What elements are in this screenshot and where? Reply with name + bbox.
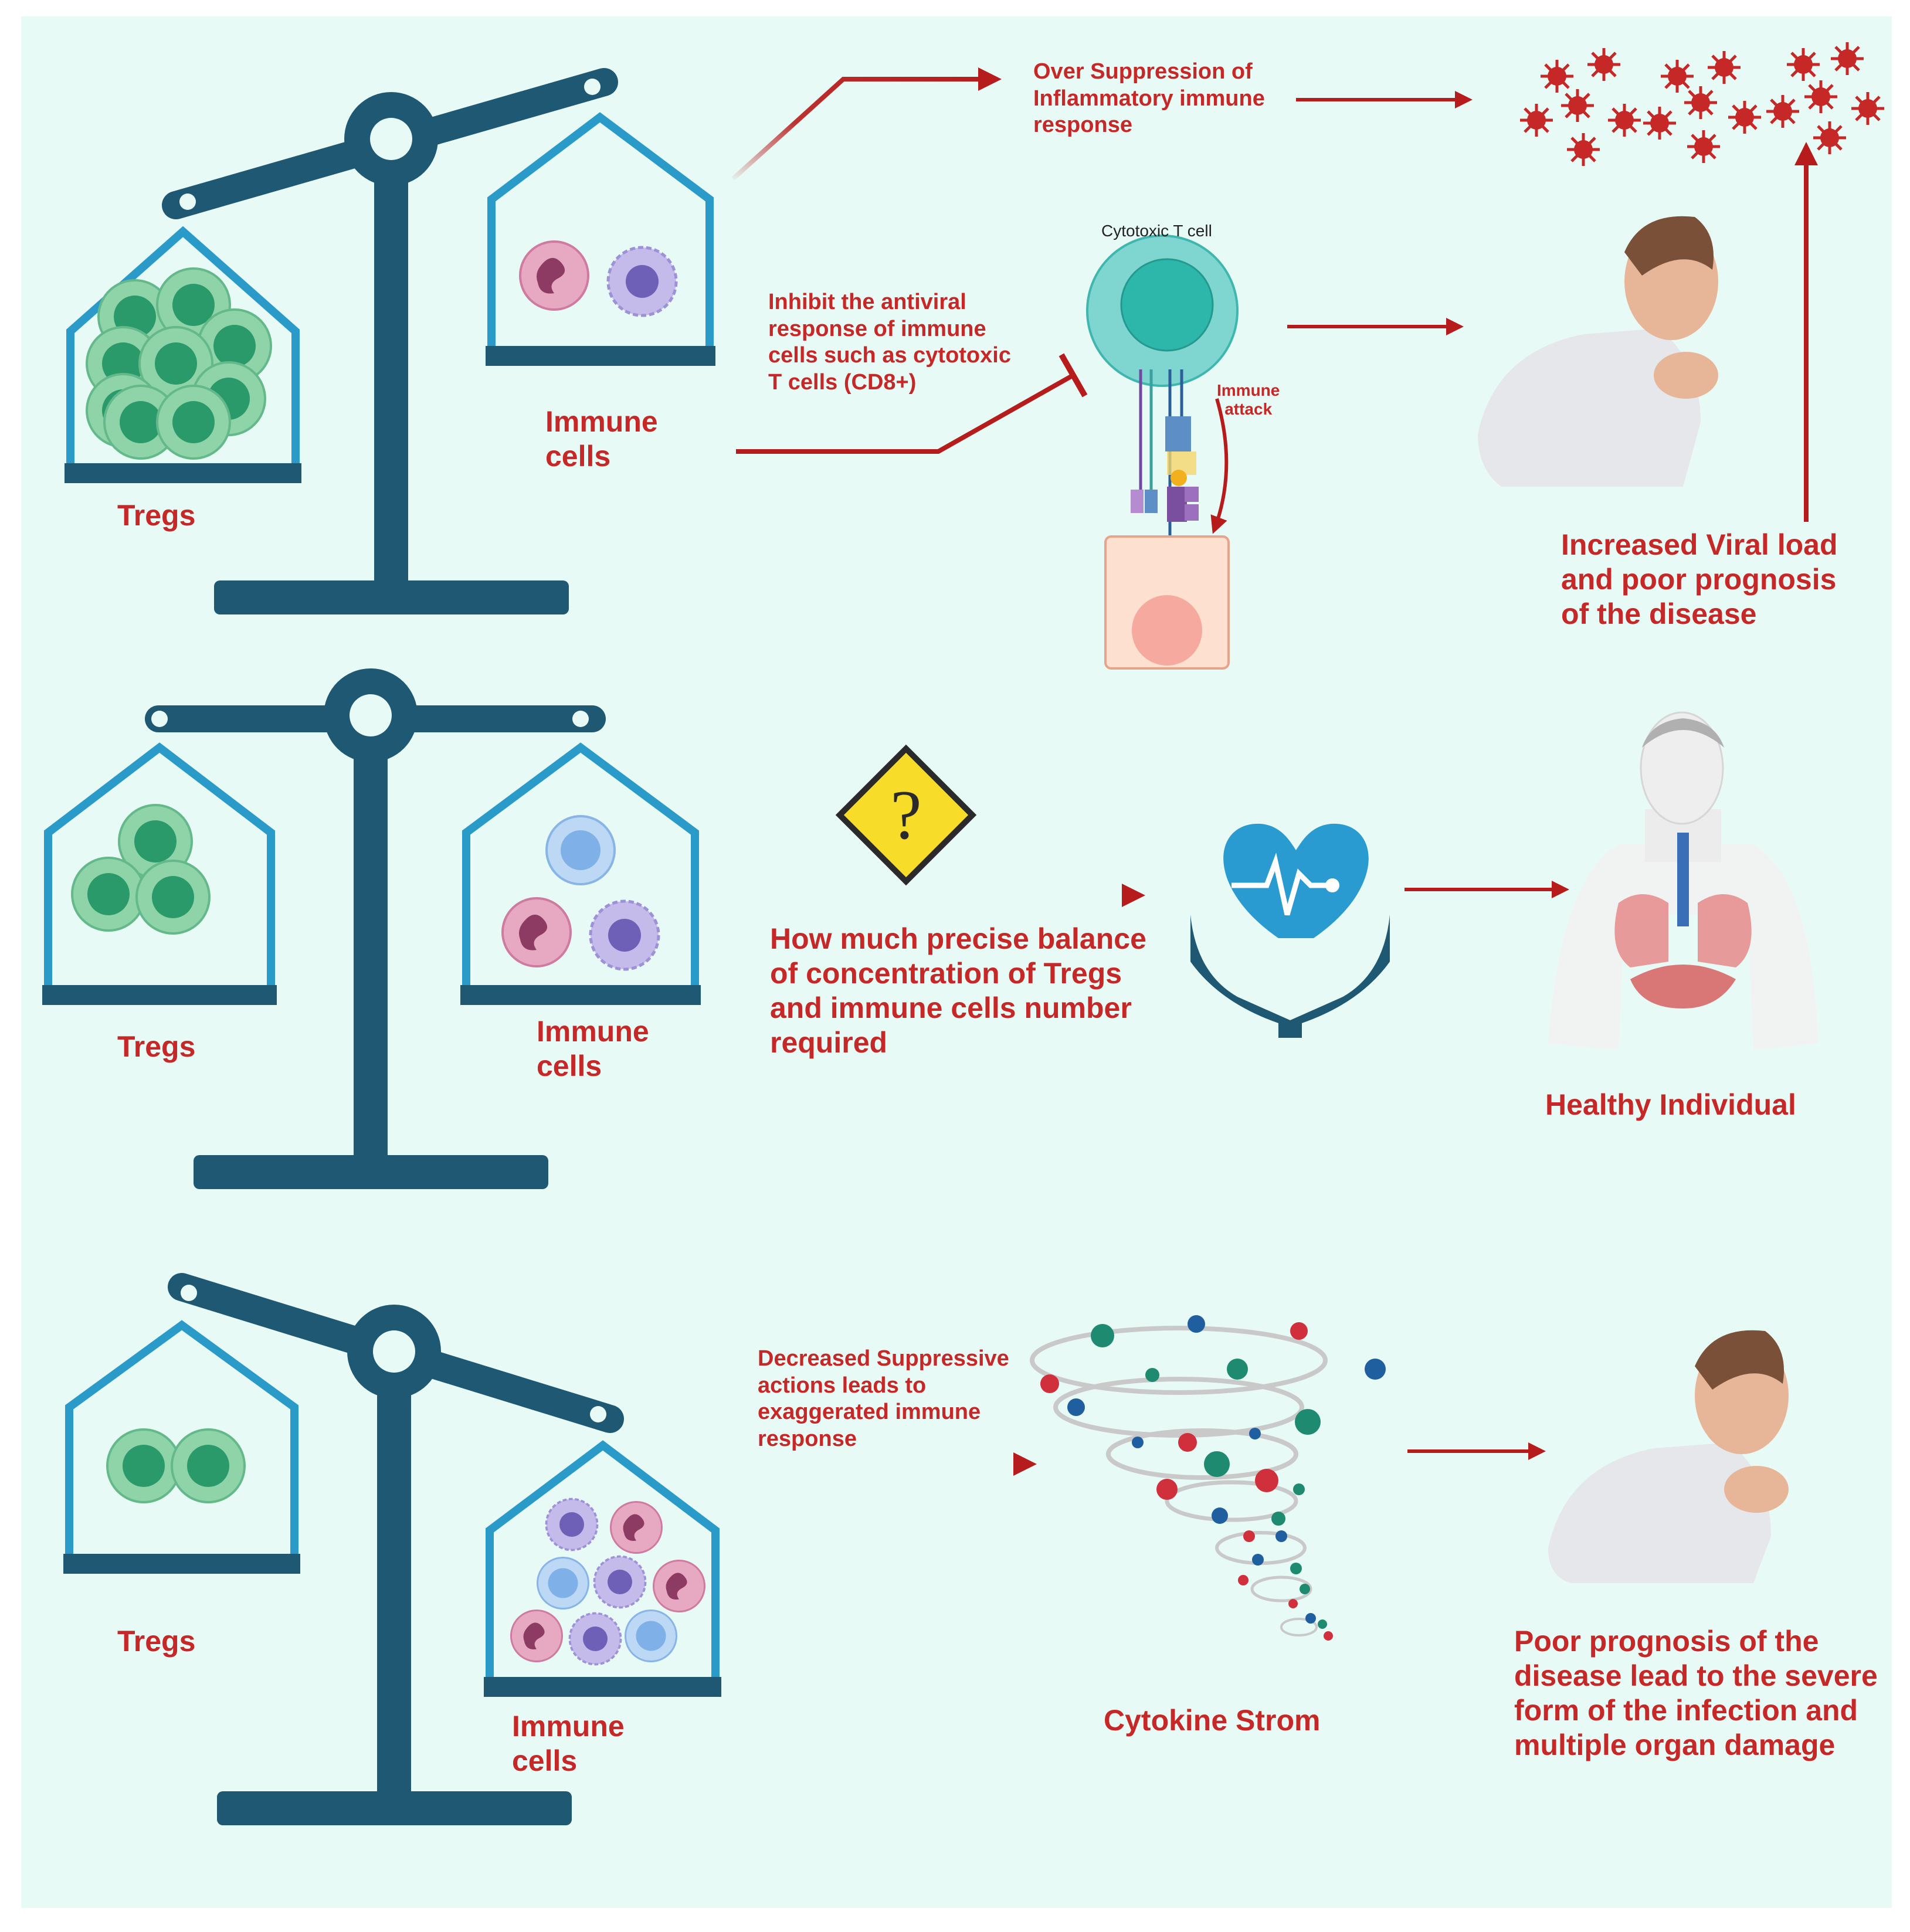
inhibit-bar [1059,353,1088,398]
left-basket-tregs [42,742,277,1005]
warning-glyph: ? [890,776,921,854]
target-cell-icon [1104,535,1230,670]
cytokine-tornado-icon [1030,1315,1386,1641]
row1-outcome-text: Increased Viral load and poor prognosis … [1561,528,1838,630]
row3-storm-label: Cytokine Strom [1104,1704,1321,1737]
neutrophil-icon [501,897,572,967]
right-basket-immune [460,742,701,1005]
arrow-to-suppression [731,67,1002,181]
warning-question-icon: ? [835,744,977,886]
balance-scale-icon [168,1273,624,1825]
heart-hands-icon [1190,823,1390,1038]
cytotoxic-t-cell-label: Cytotoxic T cell [1101,222,1212,240]
left-basket-tregs [65,226,301,483]
row1-over-suppression-text: Over Suppression of Inflammatory immune … [1033,59,1265,138]
row1-inhibit-text: Inhibit the antiviral response of immune… [768,290,1011,395]
row2-outcome-text: Healthy Individual [1545,1088,1796,1121]
row2-tregs-label: Tregs [117,1030,196,1063]
left-basket-tregs [63,1320,300,1574]
monocyte-icon [591,901,659,969]
balance-scale-icon [162,68,618,614]
row1-immune-cells-label: Immune cells [545,405,658,473]
healthy-body-icon [1548,711,1818,1050]
row3-outcome-text: Poor prognosis of the disease lead to th… [1514,1625,1878,1761]
row3-immune-cells-label: Immune cells [512,1710,625,1777]
balance-scale-icon [145,668,606,1189]
row3-middle-text: Decreased Suppressive actions leads to e… [758,1346,1009,1451]
immune-attack-arrow [1210,398,1229,534]
row2-question-text: How much precise balance of concentratio… [770,922,1146,1059]
immune-attack-label: Immune attack [1217,381,1280,419]
row3-tregs-label: Tregs [117,1625,196,1658]
cytotoxic-t-cell-icon [1086,235,1239,557]
sick-person-icon [1548,1330,1789,1583]
sick-person-icon [1478,216,1718,487]
monocyte-icon [608,247,676,315]
right-basket-immune [484,1440,721,1697]
row2-immune-cells-label: Immune cells [537,1015,649,1082]
lymphocyte-icon [545,815,616,885]
inhibit-line [736,373,1074,454]
neutrophil-icon [519,240,589,311]
row1-tregs-label: Tregs [117,499,196,532]
right-basket-immune [486,112,715,366]
